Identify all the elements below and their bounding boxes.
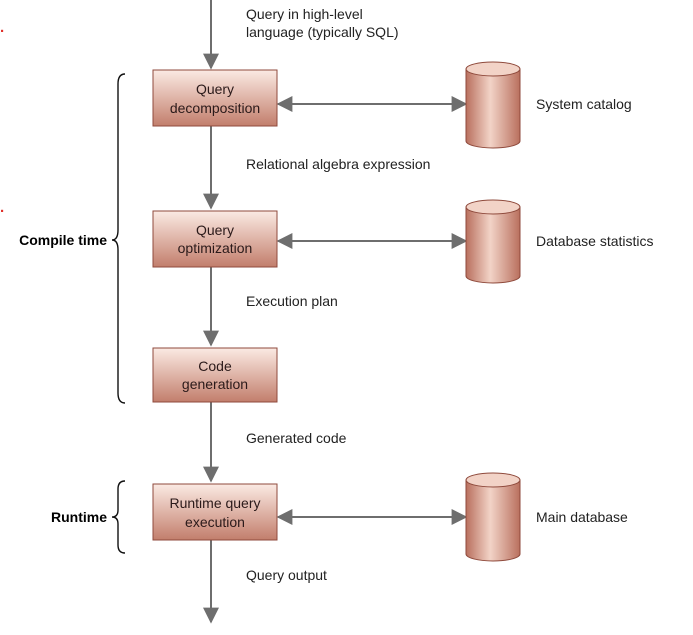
input-label-line-2: language (typically SQL) [246,24,399,40]
process-runtime-query-execution: Runtime query execution [152,483,278,541]
edge-mark-top: . [0,19,5,36]
process-label: decomposition [170,100,260,116]
process-query-optimization: Query optimization [152,210,278,268]
process-label: generation [182,376,248,392]
edge-mark-middle: . [0,199,5,216]
store-label: Database statistics [536,233,654,249]
store-system-catalog: System catalog [465,61,632,149]
process-label: optimization [178,240,253,256]
process-label: Query [196,81,234,97]
flow-label-query-output: Query output [246,567,327,583]
flow-label-generated-code: Generated code [246,430,347,446]
phase-label-compile-time: Compile time [19,232,107,248]
store-label: Main database [536,509,628,525]
store-database-statistics: Database statistics [465,199,654,284]
store-label: System catalog [536,96,632,112]
process-label: Code [198,358,232,374]
flow-label-relational-algebra: Relational algebra expression [246,156,430,172]
process-label: execution [185,514,245,530]
input-label-line-1: Query in high-level [246,6,363,22]
process-query-decomposition: Query decomposition [152,69,278,127]
phase-label-runtime: Runtime [51,509,107,525]
flow-label-execution-plan: Execution plan [246,293,338,309]
process-code-generation: Code generation [152,347,278,403]
store-main-database: Main database [465,472,628,562]
compile-time-brace [111,73,126,404]
runtime-brace [111,480,126,554]
process-label: Runtime query [169,495,260,511]
process-label: Query [196,222,234,238]
